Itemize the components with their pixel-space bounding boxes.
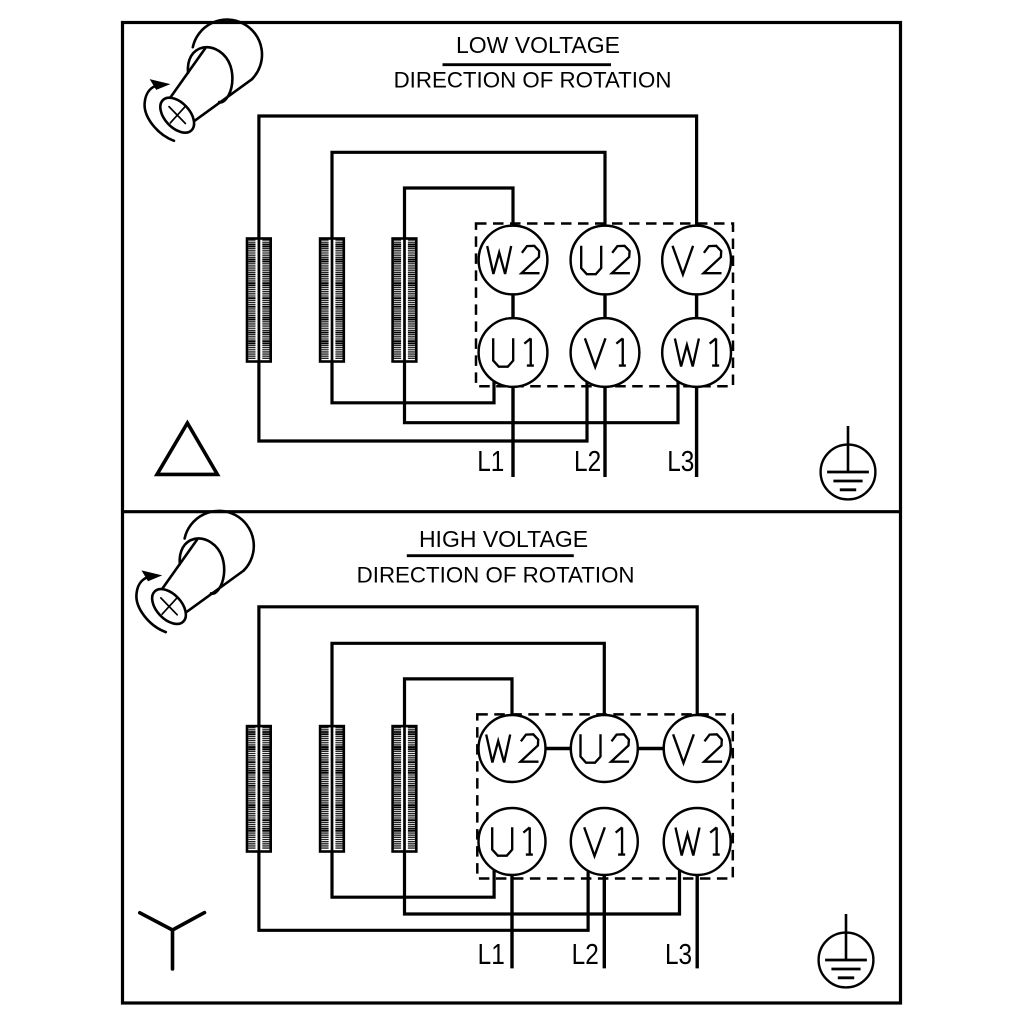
svg-text:L3: L3 [665, 938, 692, 970]
svg-text:L2: L2 [572, 938, 599, 970]
svg-text:L1: L1 [478, 938, 505, 970]
svg-text:DIRECTION OF ROTATION: DIRECTION OF ROTATION [394, 68, 672, 93]
svg-text:LOW VOLTAGE: LOW VOLTAGE [456, 32, 620, 58]
svg-text:DIRECTION OF ROTATION: DIRECTION OF ROTATION [357, 563, 635, 588]
svg-text:L2: L2 [574, 445, 601, 477]
svg-text:HIGH VOLTAGE: HIGH VOLTAGE [419, 526, 588, 552]
svg-text:L1: L1 [477, 445, 504, 477]
svg-text:L3: L3 [667, 445, 694, 477]
